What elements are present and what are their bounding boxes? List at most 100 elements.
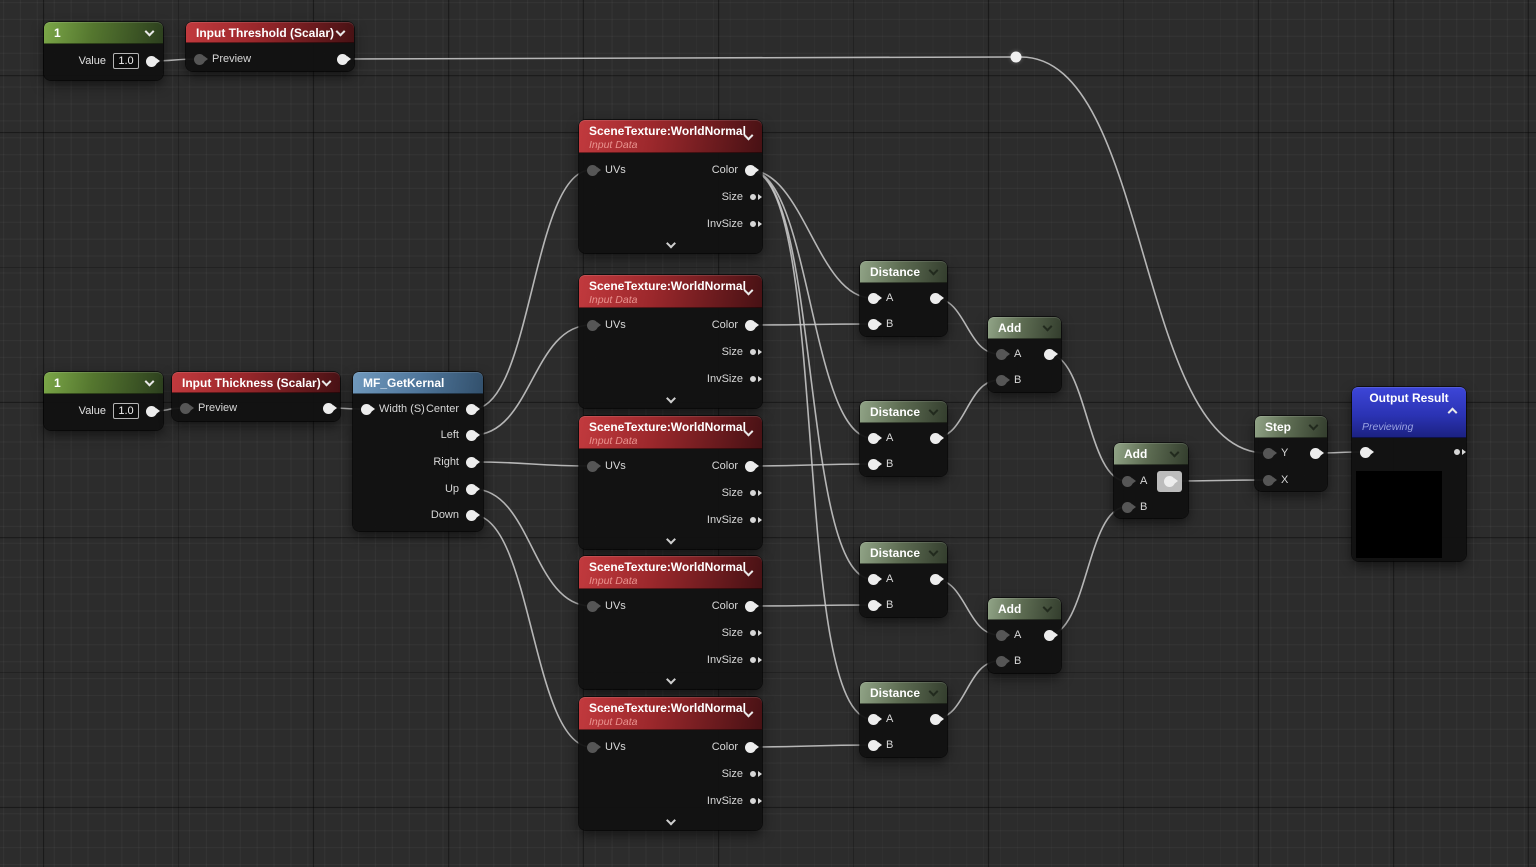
input-pin[interactable] <box>587 600 598 612</box>
output-pin[interactable] <box>750 798 756 804</box>
output-pin[interactable] <box>466 509 477 521</box>
output-pin[interactable] <box>1310 447 1321 459</box>
input-pin[interactable] <box>996 655 1007 667</box>
output-pin[interactable] <box>750 771 756 777</box>
output-pin[interactable] <box>146 55 157 67</box>
node-header[interactable]: Distance <box>860 401 947 423</box>
input-pin[interactable] <box>587 741 598 753</box>
node-header[interactable]: Add <box>1114 443 1188 465</box>
output-pin[interactable] <box>750 490 756 496</box>
node-param-input-threshold[interactable]: Input Threshold (Scalar)Preview <box>186 22 354 71</box>
output-pin[interactable] <box>930 292 941 304</box>
input-pin[interactable] <box>1360 446 1371 458</box>
reroute-node[interactable] <box>1010 51 1022 63</box>
node-header[interactable]: Input Thickness (Scalar) <box>172 372 340 393</box>
output-pin[interactable] <box>750 194 756 200</box>
output-pin[interactable] <box>466 456 477 468</box>
output-pin[interactable] <box>466 483 477 495</box>
input-pin[interactable] <box>868 739 879 751</box>
output-pin[interactable] <box>930 573 941 585</box>
chevron-down-icon[interactable] <box>928 546 939 557</box>
node-header[interactable]: Input Threshold (Scalar) <box>186 22 354 43</box>
output-pin[interactable] <box>323 402 334 414</box>
input-pin[interactable] <box>1263 474 1274 486</box>
output-pin[interactable] <box>750 517 756 523</box>
input-pin[interactable] <box>996 629 1007 641</box>
chevron-down-icon[interactable] <box>665 815 676 826</box>
input-pin[interactable] <box>996 374 1007 386</box>
output-pin[interactable] <box>1044 348 1055 360</box>
output-pin[interactable] <box>750 630 756 636</box>
value-input[interactable]: 1.0 <box>113 53 139 69</box>
chevron-down-icon[interactable] <box>665 534 676 545</box>
chevron-down-icon[interactable] <box>665 393 676 404</box>
chevron-down-icon[interactable] <box>1042 602 1053 613</box>
value-input[interactable]: 1.0 <box>113 403 139 419</box>
node-header[interactable]: Add <box>988 317 1061 339</box>
chevron-down-icon[interactable] <box>928 686 939 697</box>
input-pin[interactable] <box>868 318 879 330</box>
output-pin[interactable] <box>745 164 756 176</box>
input-pin[interactable] <box>1122 501 1133 513</box>
output-pin[interactable] <box>466 403 477 415</box>
output-pin-highlight[interactable] <box>1157 470 1182 492</box>
output-pin[interactable] <box>1044 629 1055 641</box>
chevron-down-icon[interactable] <box>1308 420 1319 431</box>
output-pin[interactable] <box>146 405 157 417</box>
output-pin[interactable] <box>1164 475 1175 487</box>
output-pin[interactable] <box>750 221 756 227</box>
input-pin[interactable] <box>587 164 598 176</box>
input-pin[interactable] <box>587 319 598 331</box>
node-header[interactable]: Add <box>988 598 1061 620</box>
chevron-down-icon[interactable] <box>928 405 939 416</box>
input-pin[interactable] <box>868 458 879 470</box>
output-pin[interactable] <box>466 429 477 441</box>
chevron-up-icon[interactable] <box>1447 407 1458 418</box>
output-pin[interactable] <box>750 349 756 355</box>
output-pin[interactable] <box>1454 449 1460 455</box>
node-header[interactable]: 1 <box>44 372 163 394</box>
output-pin[interactable] <box>750 376 756 382</box>
input-pin[interactable] <box>868 573 879 585</box>
input-pin[interactable] <box>180 402 191 414</box>
input-pin[interactable] <box>194 53 205 65</box>
input-pin[interactable] <box>868 599 879 611</box>
output-pin[interactable] <box>745 741 756 753</box>
input-pin[interactable] <box>868 713 879 725</box>
chevron-down-icon[interactable] <box>144 376 155 387</box>
input-pin[interactable] <box>361 403 372 415</box>
input-pin[interactable] <box>996 348 1007 360</box>
input-pin[interactable] <box>1263 447 1274 459</box>
input-pin[interactable] <box>868 432 879 444</box>
node-header[interactable]: MF_GetKernal <box>353 372 483 394</box>
node-param-input-thickness[interactable]: Input Thickness (Scalar)Preview <box>172 372 340 421</box>
output-pin[interactable] <box>750 657 756 663</box>
node-header[interactable]: 1 <box>44 22 163 44</box>
input-pin[interactable] <box>587 460 598 472</box>
chevron-down-icon[interactable] <box>1042 321 1053 332</box>
chevron-down-icon[interactable] <box>928 265 939 276</box>
output-pin[interactable] <box>930 713 941 725</box>
node-header[interactable]: Distance <box>860 542 947 564</box>
input-pin[interactable] <box>868 292 879 304</box>
